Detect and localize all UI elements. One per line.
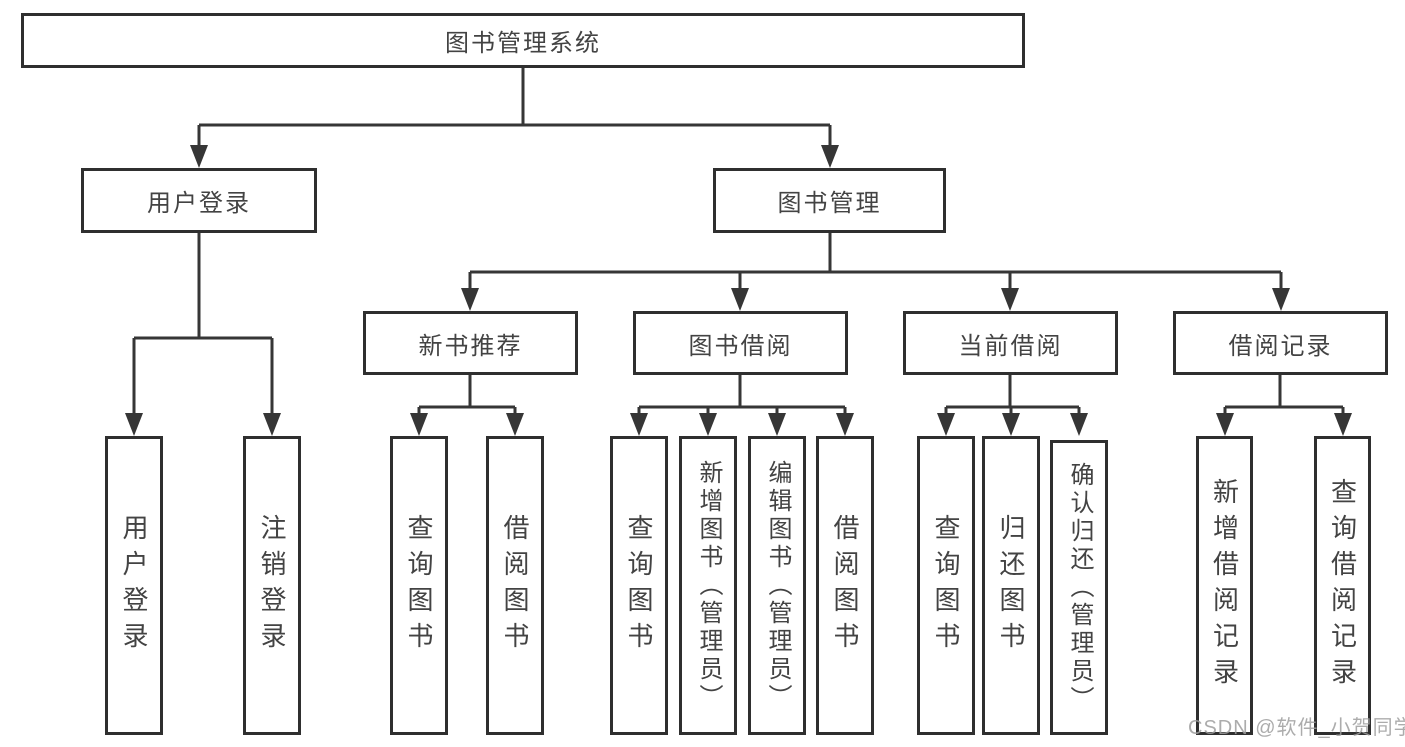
- node-label: 借阅图书: [830, 513, 860, 658]
- node-label: 查询借阅记录: [1327, 477, 1358, 694]
- node-label: 归还图书: [996, 513, 1026, 658]
- node-current-borrow: 当前借阅: [903, 311, 1118, 375]
- node-book-borrow: 图书借阅: [633, 311, 848, 375]
- leaf-recommend-query-books: 查询图书: [390, 436, 448, 735]
- leaf-add-borrow-record: 新增借阅记录: [1196, 436, 1253, 735]
- node-book-management: 图书管理: [713, 168, 946, 233]
- node-label: 新书推荐: [418, 332, 523, 360]
- node-label: 用户登录: [147, 190, 251, 217]
- connector-book-borrow-children: [637, 375, 847, 415]
- node-borrow-records: 借阅记录: [1173, 311, 1388, 375]
- node-new-book-recommend: 新书推荐: [363, 311, 578, 375]
- leaf-current-query-books: 查询图书: [917, 436, 975, 735]
- connector-user-login-children: [132, 233, 274, 415]
- leaf-recommend-borrow-books: 借阅图书: [486, 436, 544, 735]
- leaf-user-login: 用户登录: [105, 436, 163, 735]
- node-label: 图书管理系统: [445, 30, 601, 57]
- connector-current-borrow-children: [944, 375, 1081, 415]
- arrowhead-icons: [125, 145, 1352, 436]
- node-label: 当前借阅: [958, 332, 1063, 360]
- node-label: 查询图书: [931, 513, 961, 658]
- node-library-management-system: 图书管理系统: [21, 13, 1025, 68]
- connector-book-management-children: [468, 233, 1283, 290]
- node-label: 编辑图书（管理员）: [764, 459, 791, 712]
- connector-new-book-recommend-children: [417, 375, 517, 415]
- node-label: 查询图书: [404, 513, 434, 658]
- node-label: 图书借阅: [688, 332, 793, 360]
- node-label: 图书管理: [777, 190, 882, 217]
- leaf-logout: 注销登录: [243, 436, 301, 735]
- node-user-login: 用户登录: [81, 168, 317, 233]
- connector-root-to-level1: [197, 68, 832, 146]
- leaf-query-borrow-record: 查询借阅记录: [1314, 436, 1371, 735]
- leaf-borrow-query-books: 查询图书: [610, 436, 668, 735]
- node-label: 新增借阅记录: [1209, 477, 1240, 694]
- leaf-return-books: 归还图书: [982, 436, 1040, 735]
- node-label: 借阅图书: [500, 513, 530, 658]
- node-label: 借阅记录: [1228, 332, 1333, 360]
- leaf-edit-books-admin: 编辑图书（管理员）: [748, 436, 806, 735]
- leaf-borrow-books: 借阅图书: [816, 436, 874, 735]
- node-label: 注销登录: [257, 513, 287, 658]
- connector-borrow-records-children: [1223, 375, 1345, 415]
- node-label: 用户登录: [119, 513, 149, 658]
- node-label: 确认归还（管理员）: [1066, 461, 1093, 714]
- leaf-confirm-return-admin: 确认归还（管理员）: [1050, 440, 1108, 735]
- node-label: 查询图书: [624, 513, 654, 658]
- watermark: CSDN @软件_小贺同学: [1188, 717, 1405, 739]
- leaf-add-books-admin: 新增图书（管理员）: [679, 436, 737, 735]
- node-label: 新增图书（管理员）: [695, 459, 722, 712]
